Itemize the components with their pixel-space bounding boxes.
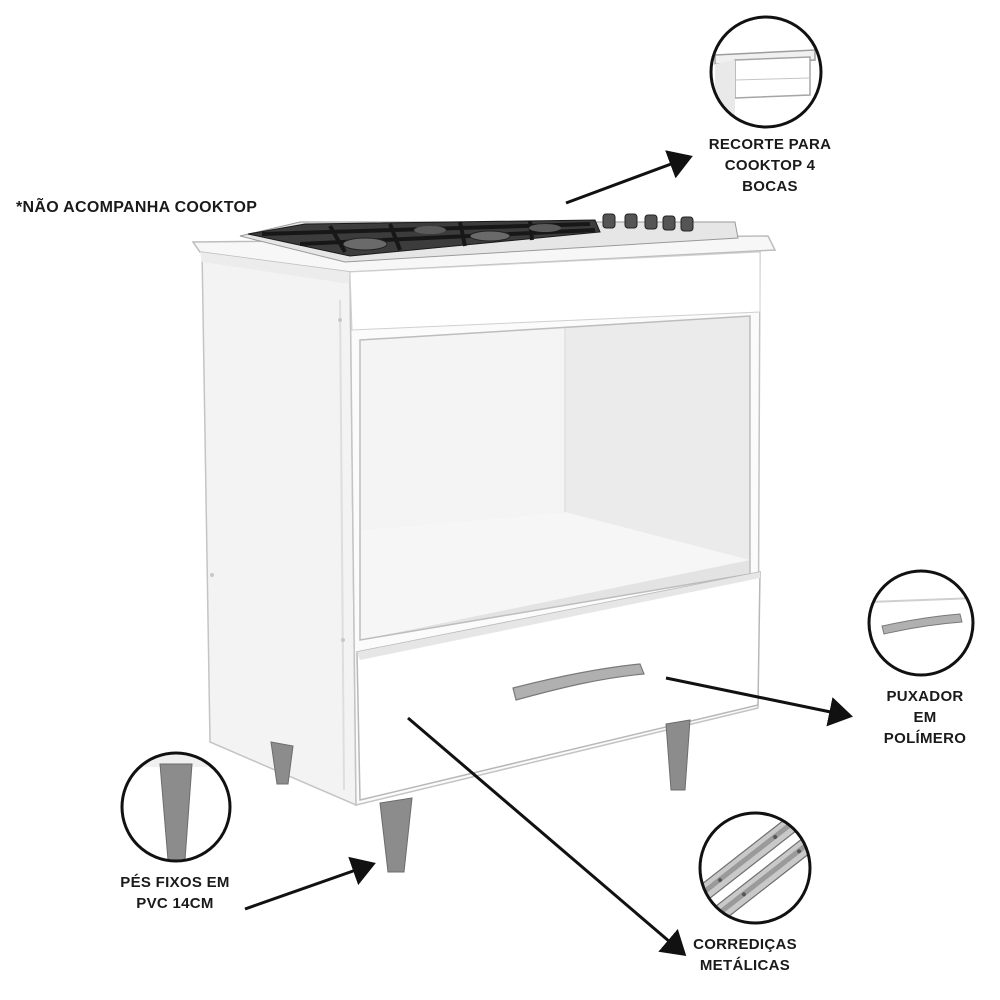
polymer-handle-detail <box>867 569 975 677</box>
metal-slides-detail <box>698 811 812 925</box>
polymer-handle-label-line: POLÍMERO <box>883 730 967 747</box>
pvc-legs-label-line: PVC 14CM <box>136 895 214 912</box>
cabinet-legs <box>270 719 691 873</box>
legs-arrow <box>244 856 376 911</box>
cooktop-not-included-note: *NÃO ACOMPANHA COOKTOP <box>16 199 258 216</box>
cooktop-cutout-label: RECORTE PARA COOKTOP 4 BOCAS <box>690 134 850 197</box>
metal-slides-label-line: CORREDIÇAS <box>693 936 797 953</box>
oven-niche <box>359 315 751 641</box>
metal-slides-label-line: METÁLICAS <box>699 957 791 974</box>
pvc-legs-label-line: PÉS FIXOS EM <box>120 874 230 891</box>
cooktop-cutout-label-line: BOCAS <box>742 178 798 195</box>
cooktop-cutout-label-line: RECORTE PARA <box>708 136 832 153</box>
cooktop-illustration <box>239 213 739 263</box>
polymer-handle-label: PUXADOR EM POLÍMERO <box>860 686 990 749</box>
slides-arrow <box>407 716 687 956</box>
drawer[interactable] <box>356 571 761 801</box>
handle-arrow <box>665 676 853 727</box>
cooktop-arrow <box>565 150 693 205</box>
polymer-handle-label-line: EM <box>913 709 937 726</box>
top-rail <box>349 251 761 331</box>
kitchen-cabinet <box>191 213 777 873</box>
cooktop-cutout-detail <box>709 15 823 129</box>
cooktop-cutout-label-line: COOKTOP 4 <box>724 157 816 174</box>
drawer-handle[interactable] <box>512 663 645 701</box>
callout-arrows <box>244 150 853 956</box>
metal-slides-label: CORREDIÇAS METÁLICAS <box>670 934 820 976</box>
pvc-leg-detail <box>120 751 232 863</box>
polymer-handle-label-line: PUXADOR <box>886 688 964 705</box>
cabinet-side-panel <box>201 249 357 807</box>
pvc-legs-label: PÉS FIXOS EM PVC 14CM <box>95 872 255 914</box>
